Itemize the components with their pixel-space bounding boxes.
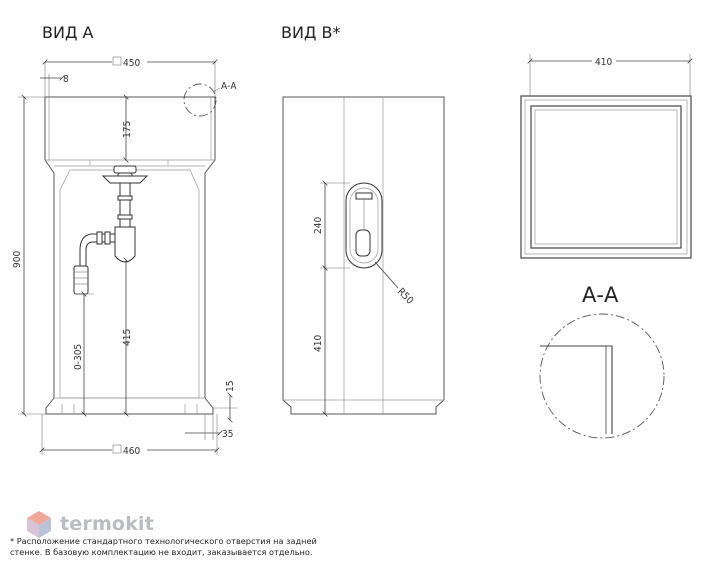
detail-a-a-marker xyxy=(183,83,217,117)
logo-icon xyxy=(27,511,51,538)
brand-name: termokit xyxy=(60,513,155,535)
dim-top-width: 450 xyxy=(123,58,140,69)
plan-view: 410 xyxy=(520,54,691,259)
dim-outlet-range: 0-305 xyxy=(73,344,84,370)
dim-base-width: 460 xyxy=(123,446,140,457)
detail-a-a-callout: А-А xyxy=(221,81,237,92)
square-symbol xyxy=(112,56,122,66)
dim-height: 900 xyxy=(12,251,23,268)
view-a: ВИД А xyxy=(12,23,238,457)
dim-outlet-height: 415 xyxy=(122,329,133,346)
footnote-line-2: стенке. В базовую комплектацию не входит… xyxy=(10,547,313,557)
siphon xyxy=(73,165,149,295)
section-a-a: А-А xyxy=(539,283,665,439)
brand-logo: termokit xyxy=(24,509,154,539)
dim-opening-elevation: 410 xyxy=(313,335,324,352)
section-title: А-А xyxy=(582,283,619,307)
dim-plan-width: 410 xyxy=(595,57,612,68)
dim-plinth-height: 15 xyxy=(225,381,236,392)
view-a-title: ВИД А xyxy=(42,23,94,42)
view-b-title: ВИД В* xyxy=(281,23,341,42)
section-detail-circle xyxy=(539,313,665,439)
footnote: * Расположение стандартного технологичес… xyxy=(10,536,430,558)
view-b: ВИД В* 240 410 R50 xyxy=(281,23,445,414)
dim-rim: 8 xyxy=(63,74,69,85)
footnote-line-1: * Расположение стандартного технологичес… xyxy=(10,536,317,546)
dim-plinth-offset: 35 xyxy=(222,429,233,440)
dim-opening-height: 240 xyxy=(313,217,324,234)
dim-bowl-depth: 175 xyxy=(122,121,133,138)
